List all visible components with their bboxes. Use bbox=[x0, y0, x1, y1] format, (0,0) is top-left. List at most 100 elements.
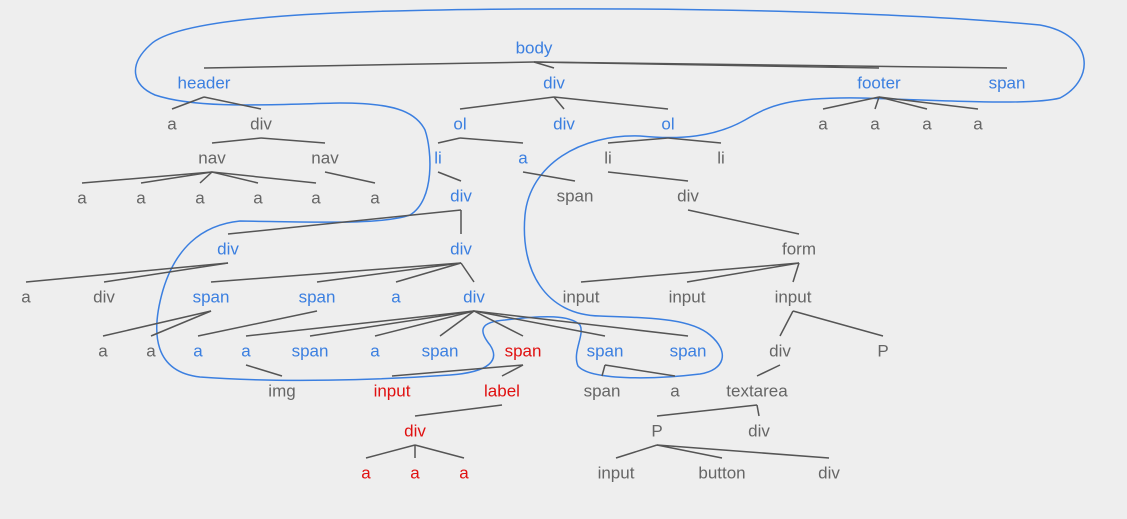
edge-n41-n52 bbox=[779, 310, 794, 337]
tree-node-input: input bbox=[374, 382, 411, 401]
edge-n8-n18 bbox=[459, 137, 524, 144]
edge-n27-n30 bbox=[227, 209, 462, 235]
edge-n61-n68 bbox=[656, 444, 830, 459]
tree-node-a: a bbox=[361, 464, 371, 483]
edge-n49-n55 bbox=[391, 364, 524, 377]
tree-node-div: div bbox=[543, 74, 565, 93]
edge-n49-n56 bbox=[501, 364, 524, 377]
tree-node-li: li bbox=[604, 149, 612, 168]
tree-node-a: a bbox=[818, 115, 828, 134]
edge-n15-n25 bbox=[211, 171, 317, 184]
edge-n16-n26 bbox=[324, 171, 376, 184]
edge-n36-n44 bbox=[197, 310, 318, 337]
edge-n3-n10 bbox=[553, 96, 669, 110]
edge-n38-n45 bbox=[245, 310, 475, 337]
edge-n4-n11 bbox=[822, 96, 880, 110]
tree-node-span: span bbox=[557, 187, 594, 206]
edge-n17-n27 bbox=[437, 171, 462, 182]
edge-n50-n57 bbox=[601, 364, 606, 377]
edge-n4-n14 bbox=[878, 96, 979, 110]
tree-node-li: li bbox=[717, 149, 725, 168]
tree-node-span: span bbox=[292, 342, 329, 361]
tree-node-a: a bbox=[167, 115, 177, 134]
tree-node-div: div bbox=[677, 187, 699, 206]
edge-n31-n36 bbox=[316, 262, 462, 283]
tree-node-a: a bbox=[973, 115, 983, 134]
tree-node-header: header bbox=[178, 74, 231, 93]
tree-node-form: form bbox=[782, 240, 816, 259]
edge-n45-n54 bbox=[245, 364, 283, 377]
tree-node-label: label bbox=[484, 382, 520, 401]
tree-node-span: span bbox=[670, 342, 707, 361]
tree-node-a: a bbox=[311, 189, 321, 208]
edge-n38-n51 bbox=[473, 310, 689, 337]
edge-n29-n32 bbox=[687, 209, 800, 235]
edge-n38-n46 bbox=[309, 310, 475, 337]
tree-node-img: img bbox=[268, 382, 295, 401]
edge-n18-n28 bbox=[522, 171, 576, 182]
tree-node-div: div bbox=[818, 464, 840, 483]
tree-node-input: input bbox=[598, 464, 635, 483]
tree-node-a: a bbox=[459, 464, 469, 483]
tree-node-a: a bbox=[98, 342, 108, 361]
edge-n10-n19 bbox=[607, 137, 669, 144]
tree-node-div: div bbox=[553, 115, 575, 134]
tree-node-span: span bbox=[587, 342, 624, 361]
edge-n38-n47 bbox=[374, 310, 475, 337]
edge-n31-n37 bbox=[395, 262, 462, 283]
tree-node-span: span bbox=[584, 382, 621, 401]
tree-node-span: span bbox=[422, 342, 459, 361]
tree-node-a: a bbox=[146, 342, 156, 361]
edge-n35-n43 bbox=[150, 310, 212, 337]
tree-node-span: span bbox=[505, 342, 542, 361]
tree-node-a: a bbox=[870, 115, 880, 134]
tree-node-a: a bbox=[77, 189, 87, 208]
edge-n32-n41 bbox=[792, 262, 800, 283]
edge-n52-n59 bbox=[756, 364, 781, 377]
edge-n8-n17 bbox=[437, 137, 461, 144]
edge-n3-n8 bbox=[459, 96, 555, 110]
tree-node-input: input bbox=[563, 288, 600, 307]
edge-n38-n49 bbox=[473, 310, 524, 337]
edge-n10-n20 bbox=[667, 137, 722, 144]
tree-node-input: input bbox=[775, 288, 812, 307]
tree-node-span: span bbox=[193, 288, 230, 307]
edge-n30-n33 bbox=[25, 262, 229, 283]
edge-n32-n40 bbox=[686, 262, 800, 283]
edge-n61-n67 bbox=[656, 444, 723, 459]
tree-node-p: P bbox=[877, 342, 888, 361]
edge-n32-n39 bbox=[580, 262, 800, 283]
tree-node-div: div bbox=[748, 422, 770, 441]
highlight-outline bbox=[134, 8, 1085, 382]
tree-node-a: a bbox=[922, 115, 932, 134]
tree-node-a: a bbox=[518, 149, 528, 168]
tree-node-button: button bbox=[698, 464, 745, 483]
edge-n60-n65 bbox=[414, 444, 465, 459]
tree-node-div: div bbox=[217, 240, 239, 259]
edge-n15-n23 bbox=[199, 171, 213, 184]
tree-node-div: div bbox=[463, 288, 485, 307]
tree-node-ol: ol bbox=[453, 115, 466, 134]
edge-n31-n38 bbox=[460, 262, 475, 283]
tree-node-a: a bbox=[370, 189, 380, 208]
edge-n60-n63 bbox=[365, 444, 416, 459]
tree-node-span: span bbox=[989, 74, 1026, 93]
edge-n15-n22 bbox=[140, 171, 213, 184]
tree-node-a: a bbox=[370, 342, 380, 361]
tree-node-li: li bbox=[434, 149, 442, 168]
edge-n59-n61 bbox=[656, 404, 758, 417]
tree-node-nav: nav bbox=[311, 149, 339, 168]
edge-n56-n60 bbox=[414, 404, 503, 417]
tree-node-body: body bbox=[516, 39, 553, 58]
tree-node-a: a bbox=[410, 464, 420, 483]
edge-n1-n5 bbox=[533, 61, 1008, 69]
tree-node-a: a bbox=[670, 382, 680, 401]
tree-node-div: div bbox=[250, 115, 272, 134]
edge-n7-n15 bbox=[211, 137, 262, 144]
edge-n50-n58 bbox=[604, 364, 676, 377]
edge-n19-n29 bbox=[607, 171, 689, 182]
edge-n2-n7 bbox=[203, 96, 262, 110]
edge-n59-n62 bbox=[756, 404, 760, 417]
edge-n4-n12 bbox=[874, 96, 880, 110]
